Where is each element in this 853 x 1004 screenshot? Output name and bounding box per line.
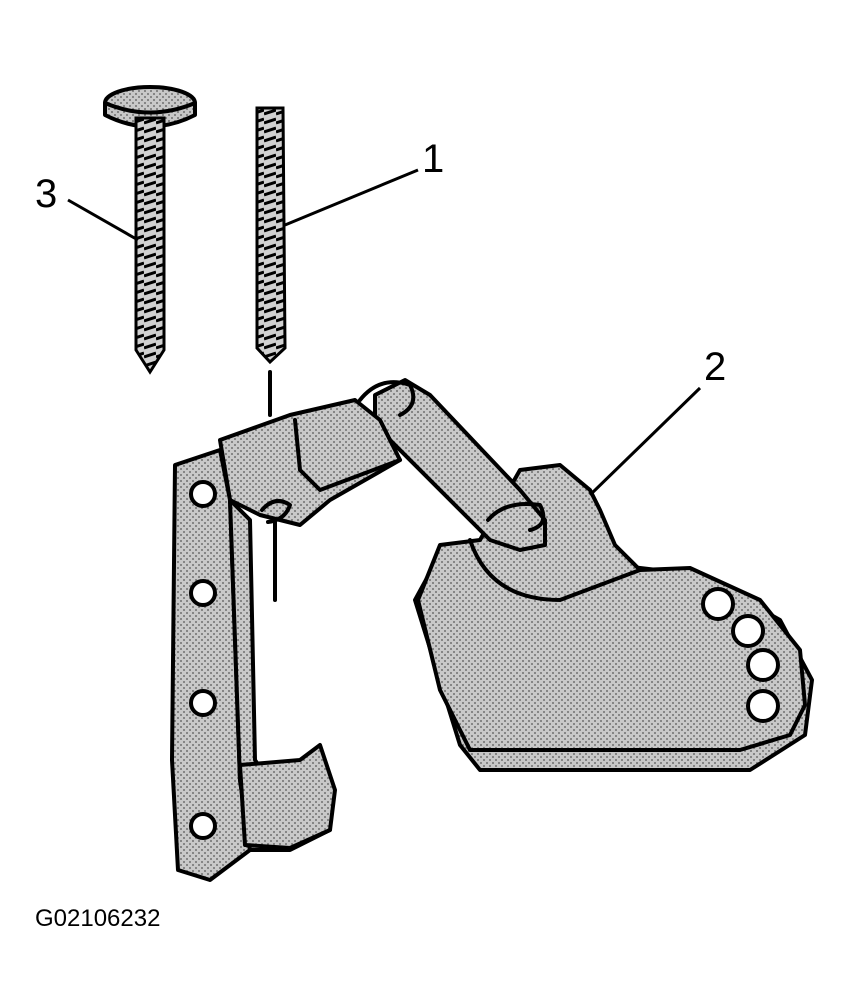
link-arm-body	[373, 378, 547, 552]
leader-line-3	[67, 198, 139, 242]
hinge-leaf-hole-3	[746, 648, 780, 682]
hinge-leaf-curve	[468, 538, 642, 602]
leader-line-2	[588, 386, 702, 497]
bracket-foot	[238, 743, 337, 850]
hinge-leaf-hole-4	[746, 689, 780, 723]
screw-1-shank	[255, 106, 287, 365]
bracket-front-fold	[293, 418, 402, 492]
link-arm-bottom-pin	[486, 502, 546, 532]
screw-1	[255, 106, 287, 365]
figure-id: G02106232	[35, 905, 160, 932]
callout-3-label: 3	[35, 172, 57, 216]
screw-3-shank	[134, 116, 166, 375]
hinge-bracket	[170, 398, 402, 882]
screw-3	[103, 85, 197, 375]
bracket-hole-3	[189, 689, 217, 717]
hinge-leaf-hole-1	[701, 587, 735, 621]
bracket-hole-1	[189, 480, 217, 508]
callout-2-label: 2	[704, 345, 726, 389]
callout-1-label: 1	[422, 137, 444, 181]
link-arm-top-pin	[358, 380, 416, 417]
screw-3-head-side	[103, 101, 197, 129]
bracket-upper-arm	[218, 398, 402, 527]
hinge-link-arm	[358, 378, 547, 552]
bracket-hole-4	[189, 812, 217, 840]
hinge-leaf-hole-2	[731, 614, 765, 648]
bracket-hole-2	[189, 579, 217, 607]
leader-line-1	[284, 168, 419, 227]
